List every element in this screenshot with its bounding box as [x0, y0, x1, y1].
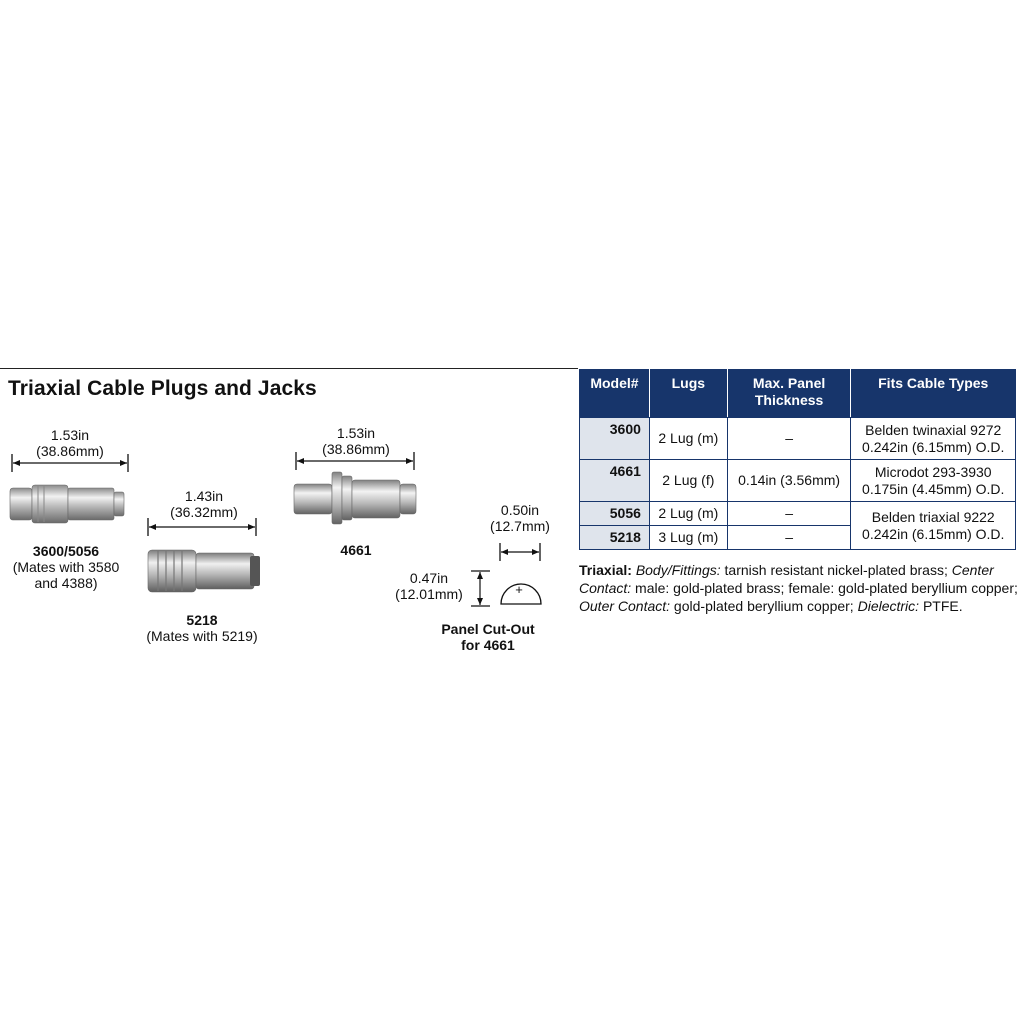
cable-line1: Belden triaxial 9222 [871, 508, 995, 525]
cutout-caption-line2: for 4661 [461, 637, 515, 653]
dimension-label-5218: 1.43in (36.32mm) [152, 488, 256, 520]
page-title: Triaxial Cable Plugs and Jacks [8, 377, 317, 400]
notes-center-value: male: gold-plated brass; female: gold-pl… [631, 580, 1018, 596]
notes-center-label: Center Contact: [579, 562, 994, 596]
cutout-d-shape [500, 583, 542, 605]
header-cable-types: Fits Cable Types [850, 369, 1016, 418]
cell-lugs: 2 Lug (m) [648, 417, 728, 460]
cell-thickness: 0.14in (3.56mm) [726, 459, 852, 502]
cell-lugs: 2 Lug (m) [648, 501, 728, 526]
connector-4661-image [293, 471, 417, 525]
cutout-caption: Panel Cut-Out for 4661 [432, 621, 544, 653]
dimension-arrow-3600 [11, 454, 129, 472]
cutout-height-arrow [471, 570, 490, 607]
caption-5218: 5218 (Mates with 5219) [136, 612, 268, 644]
connector-3600-image [9, 484, 125, 524]
cell-lugs: 2 Lug (f) [648, 459, 728, 502]
dimension-arrow-5218 [147, 518, 257, 536]
header-thickness-line1: Max. Panel [752, 375, 826, 391]
notes-prefix: Triaxial: [579, 562, 632, 578]
dimension-mm: (38.86mm) [322, 441, 390, 457]
model-number: 4661 [340, 542, 372, 558]
notes-outer-label: Outer Contact: [579, 598, 671, 614]
cutout-width-label: 0.50in (12.7mm) [482, 502, 558, 534]
dimension-in: 1.53in [50, 427, 90, 443]
model-number: 3600/5056 [32, 543, 100, 559]
cable-line2: 0.175in (4.45mm) O.D. [862, 480, 1005, 497]
dimension-mm: (38.86mm) [36, 443, 104, 459]
cutout-width-mm: (12.7mm) [490, 518, 550, 534]
dimension-in: 1.43in [184, 488, 224, 504]
top-rule [0, 368, 578, 369]
material-notes: Triaxial: Body/Fittings: tarnish resista… [579, 561, 1019, 615]
cell-model: 3600 [579, 417, 650, 460]
cable-line1: Belden twinaxial 9272 [865, 421, 1002, 438]
cutout-height-mm: (12.01mm) [395, 586, 463, 602]
header-model: Model# [579, 369, 650, 418]
cell-lugs: 3 Lug (m) [648, 525, 728, 550]
cutout-height-label: 0.47in (12.01mm) [390, 570, 468, 602]
cable-line2: 0.242in (6.15mm) O.D. [862, 525, 1005, 542]
dimension-label-4661: 1.53in (38.86mm) [304, 425, 408, 457]
notes-body-value: tarnish resistant nickel-plated brass; [720, 562, 952, 578]
notes-dielectric-value: PTFE. [919, 598, 963, 614]
dimension-arrow-4661 [295, 452, 415, 470]
cutout-width-in: 0.50in [500, 502, 540, 518]
dimension-label-3600: 1.53in (38.86mm) [18, 427, 122, 459]
cell-thickness: – [726, 501, 852, 526]
caption-4661: 4661 [332, 542, 380, 558]
cutout-width-arrow [499, 543, 541, 561]
mates-text-line2: and 4388) [34, 575, 98, 591]
header-lugs: Lugs [648, 369, 728, 418]
table-row: 5218 3 Lug (m) – [579, 525, 1016, 550]
connector-5218-image [147, 549, 260, 593]
dimension-mm: (36.32mm) [170, 504, 238, 520]
header-thickness-line2: Thickness [754, 392, 824, 408]
notes-dielectric-label: Dielectric: [857, 598, 920, 614]
dimension-in: 1.53in [336, 425, 376, 441]
cell-thickness: – [726, 525, 852, 550]
cell-model: 4661 [579, 459, 650, 502]
notes-outer-value: gold-plated beryllium copper; [670, 598, 858, 614]
cable-line1: Microdot 293-3930 [874, 463, 992, 480]
mates-text: (Mates with 5219) [146, 628, 258, 644]
cutout-caption-line1: Panel Cut-Out [441, 621, 535, 637]
table-row: 4661 2 Lug (f) 0.14in (3.56mm) Microdot … [579, 459, 1016, 502]
notes-body-label: Body/Fittings: [635, 562, 721, 578]
cutout-height-in: 0.47in [409, 570, 449, 586]
cell-model: 5056 [579, 501, 650, 526]
model-number: 5218 [186, 612, 218, 628]
mates-text-line1: (Mates with 3580 [12, 559, 120, 575]
cutout-center-mark: + [515, 582, 523, 597]
cell-thickness: – [726, 417, 852, 460]
caption-3600-5056: 3600/5056 (Mates with 3580 and 4388) [4, 543, 128, 591]
cable-line2: 0.242in (6.15mm) O.D. [862, 438, 1005, 455]
cell-model: 5218 [579, 525, 650, 550]
